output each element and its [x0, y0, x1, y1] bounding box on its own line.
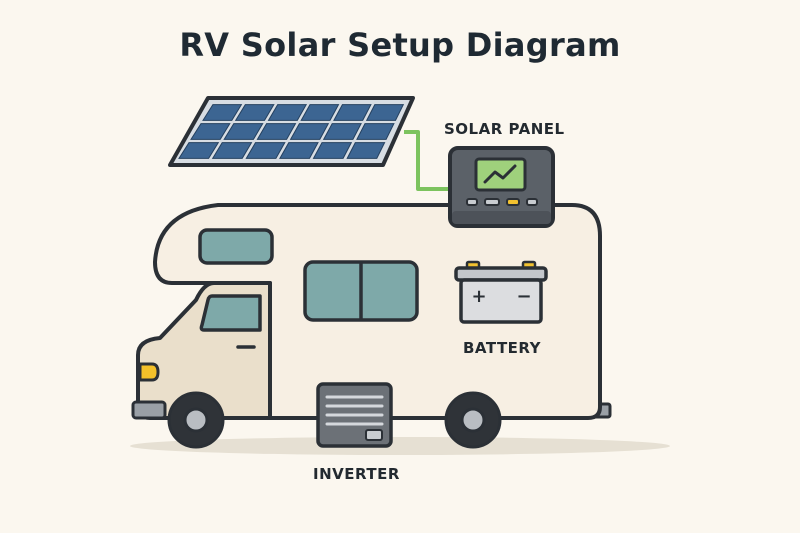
front-bumper: [131, 400, 167, 420]
overhead-window: [198, 228, 274, 265]
controller-indicator-right: [526, 198, 538, 206]
controller-indicator-center: [484, 198, 500, 206]
wire-panel-to-controller: [404, 130, 450, 191]
solar-cell: [322, 123, 362, 140]
solar-cell: [346, 142, 386, 159]
solar-cell: [223, 123, 264, 140]
rear-wheel: [444, 391, 502, 449]
solar-cell: [245, 142, 286, 159]
rv: [131, 203, 612, 449]
solar-cell: [267, 104, 308, 121]
inverter-outlet: [365, 429, 383, 441]
page-title: RV Solar Setup Diagram: [179, 26, 621, 64]
solar-cell: [211, 142, 253, 159]
battery-body: [459, 278, 543, 324]
ground-shadow: [130, 437, 670, 455]
inverter-label: INVERTER: [313, 465, 400, 483]
battery-lid: [454, 266, 548, 282]
headlight: [138, 362, 160, 382]
solar-cell: [279, 142, 319, 159]
solar-cell: [178, 142, 220, 159]
controller-indicator-active: [506, 198, 520, 206]
solar-cell: [365, 104, 405, 121]
controller-indicator-left: [466, 198, 478, 206]
solar-cell: [256, 123, 297, 140]
solar-cell: [300, 104, 340, 121]
solar-cell: [356, 123, 395, 140]
solar-cell: [289, 123, 330, 140]
trend-line-icon: [483, 164, 517, 184]
battery: + −: [454, 260, 548, 324]
cab-window: [199, 294, 262, 332]
inverter: [316, 382, 393, 448]
solar-cell: [234, 104, 275, 121]
front-wheel: [167, 391, 225, 449]
solar-cell: [202, 104, 243, 121]
battery-negative-sign: −: [516, 286, 531, 307]
controller-bottom-strip: [452, 211, 551, 224]
solar-panel: [168, 96, 415, 167]
battery-positive-sign: +: [471, 286, 486, 307]
battery-label: BATTERY: [463, 339, 542, 357]
solar-cell: [190, 123, 231, 140]
charge-controller: [448, 146, 555, 228]
solar-cell: [333, 104, 372, 121]
solar-cell: [312, 142, 353, 159]
solar-panel-label: SOLAR PANEL: [444, 120, 565, 138]
